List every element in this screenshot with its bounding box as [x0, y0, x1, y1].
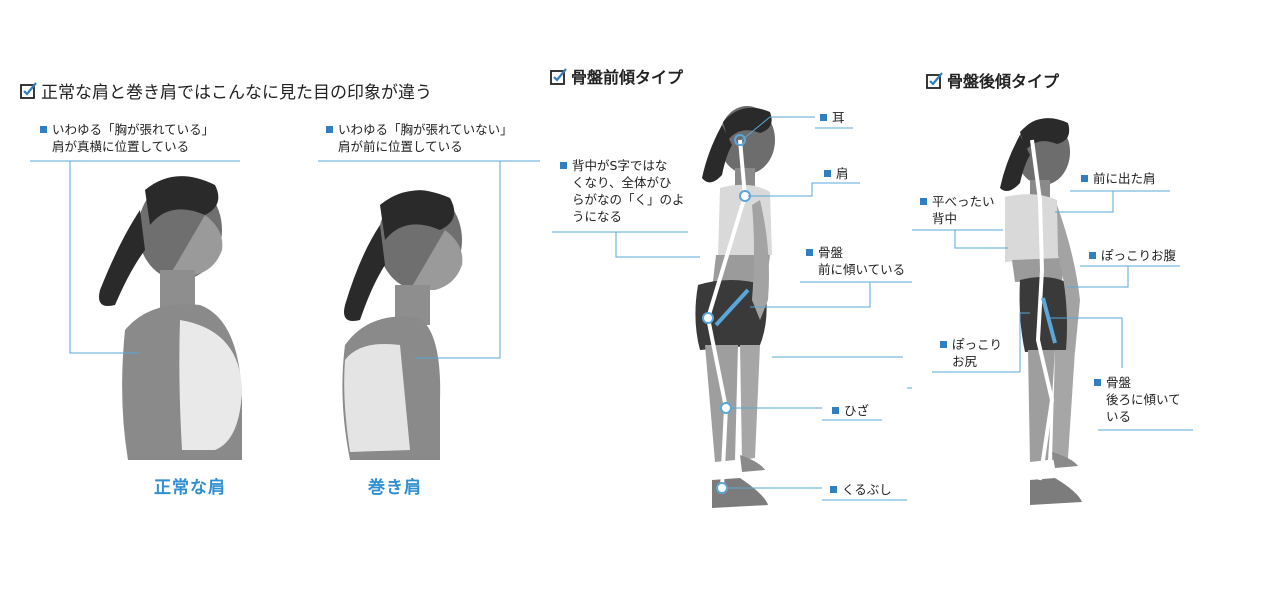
flat-back-line2: 背中 [932, 211, 958, 226]
bullet-square-icon [1089, 252, 1096, 259]
normal-note-line2: 肩が真横に位置している [52, 139, 190, 154]
hip-label: ぽっこり お尻 [940, 336, 1002, 370]
pelvis-backward-line3: いる [1106, 409, 1132, 424]
pelvis-backward-line1: 骨盤 [1106, 375, 1132, 390]
rounded-note-line2: 肩が前に位置している [338, 139, 463, 154]
bullet-square-icon [824, 170, 831, 177]
shoulder-label: 肩 [824, 165, 849, 182]
bullet-square-icon [40, 126, 47, 133]
posterior-tilt-title: 骨盤後傾タイプ [926, 68, 1059, 92]
pelvis-forward-line1: 骨盤 [818, 245, 844, 260]
hip-line2: お尻 [952, 354, 978, 369]
pelvis-backward-label: 骨盤 後ろに傾いて いる [1094, 374, 1181, 425]
rounded-note-line1: いわゆる「胸が張れていない」 [338, 122, 513, 137]
belly-label-text: ぽっこりお腹 [1101, 248, 1177, 263]
forward-shoulder-label: 前に出た肩 [1081, 170, 1156, 187]
normal-vs-rounded-title-text: 正常な肩と巻き肩ではこんなに見た目の印象が違う [41, 83, 432, 103]
rounded-shoulder-photo [342, 190, 463, 460]
bullet-square-icon [820, 114, 827, 121]
posterior-tilt-title-text: 骨盤後傾タイプ [947, 72, 1060, 91]
back-shape-note: 背中がS字ではな くなり、全体がひ らがなの「く」のよ うになる [560, 157, 685, 225]
ankle-label: くるぶし [830, 481, 892, 498]
normal-shoulder-note: いわゆる「胸が張れている」 肩が真横に位置している [40, 121, 214, 155]
bullet-square-icon [1094, 379, 1101, 386]
ear-label: 耳 [820, 109, 845, 126]
bullet-square-icon [832, 407, 839, 414]
bullet-square-icon [920, 198, 927, 205]
checkbox-icon [20, 82, 37, 99]
anterior-tilt-title: 骨盤前傾タイプ [550, 64, 683, 88]
forward-shoulder-text: 前に出た肩 [1093, 171, 1156, 186]
flat-back-label: 平べったい 背中 [920, 193, 995, 227]
bullet-square-icon [940, 341, 947, 348]
knee-label-text: ひざ [844, 403, 870, 418]
normal-vs-rounded-title: 正常な肩と巻き肩ではこんなに見た目の印象が違う [20, 78, 432, 103]
bullet-square-icon [830, 486, 837, 493]
pelvis-backward-line2: 後ろに傾いて [1106, 392, 1181, 407]
normal-shoulder-photo [99, 176, 242, 460]
normal-shoulder-caption: 正常な肩 [154, 478, 226, 498]
checkbox-icon [926, 71, 943, 89]
bullet-square-icon [1081, 175, 1088, 182]
anterior-tilt-title-text: 骨盤前傾タイプ [571, 68, 684, 87]
ankle-label-text: くるぶし [842, 482, 892, 497]
rounded-shoulder-caption: 巻き肩 [368, 478, 422, 498]
back-note-line: 背中がS字ではな [572, 158, 668, 173]
back-note-line: くなり、全体がひ [572, 175, 672, 190]
checkbox-icon [550, 67, 567, 85]
ear-label-text: 耳 [832, 110, 845, 125]
bullet-square-icon [326, 126, 333, 133]
hip-line1: ぽっこり [952, 337, 1003, 352]
pelvis-forward-label: 骨盤 前に傾いている [806, 244, 905, 278]
rounded-shoulder-note: いわゆる「胸が張れていない」 肩が前に位置している [326, 121, 513, 155]
back-note-line: らがなの「く」のよ [572, 192, 685, 207]
bullet-square-icon [560, 162, 567, 169]
knee-label: ひざ [832, 402, 869, 419]
back-note-line: うになる [572, 209, 623, 224]
flat-back-line1: 平べったい [932, 194, 995, 209]
normal-note-line1: いわゆる「胸が張れている」 [52, 122, 215, 137]
belly-label: ぽっこりお腹 [1089, 247, 1176, 264]
bullet-square-icon [806, 249, 813, 256]
shoulder-label-text: 肩 [836, 166, 849, 181]
pelvis-forward-line2: 前に傾いている [818, 262, 906, 277]
